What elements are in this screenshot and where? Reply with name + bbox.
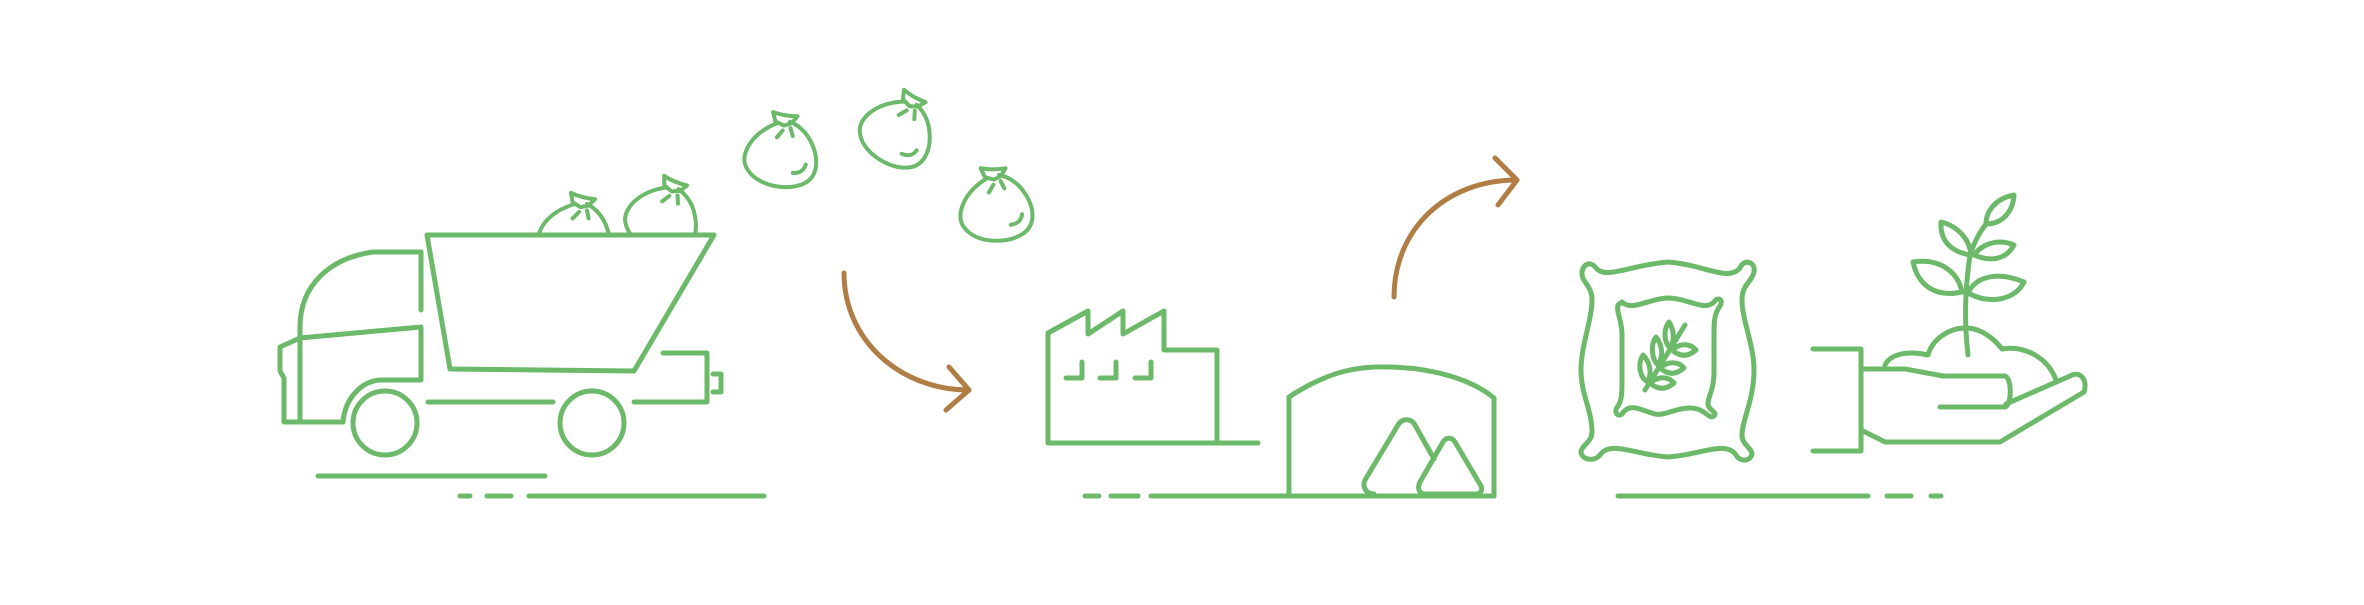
processing-plant: [1045, 308, 1497, 499]
truck-garbage-bag: [621, 171, 702, 256]
bag-outline: [1578, 259, 1757, 463]
fertilizer-bag: [1578, 259, 1757, 463]
truck-garbage-bag: [538, 193, 610, 269]
flying-garbage-bag: [853, 81, 942, 173]
ground-line: [315, 473, 767, 499]
factory-windows: [1063, 359, 1154, 381]
garbage-truck: [277, 171, 767, 499]
arrow-to-fertilizer: [1391, 155, 1520, 300]
plant-stem: [1963, 221, 1989, 358]
compost-pile: [1361, 417, 1437, 497]
bag-label: [1613, 295, 1724, 420]
truck-cab-window: [297, 249, 424, 424]
sleeve: [1810, 346, 1864, 454]
plant-leaf: [1910, 192, 2027, 302]
compost-pile: [1416, 435, 1485, 497]
arrow-to-plant: [841, 270, 972, 413]
truck-chassis: [425, 350, 724, 405]
truck-cab-body: [277, 324, 424, 425]
hand-with-sprout: [1615, 192, 2088, 499]
hand: [1858, 366, 2088, 445]
sprout-icon: [1637, 319, 1699, 393]
truck-bed: [424, 232, 717, 374]
compost-dome: [1286, 364, 1497, 499]
rear-wheel: [557, 388, 627, 458]
factory-building: [1045, 308, 1220, 446]
flying-garbage-bag: [949, 158, 1038, 250]
flying-garbage-bag: [740, 109, 818, 191]
front-wheel: [350, 388, 420, 458]
